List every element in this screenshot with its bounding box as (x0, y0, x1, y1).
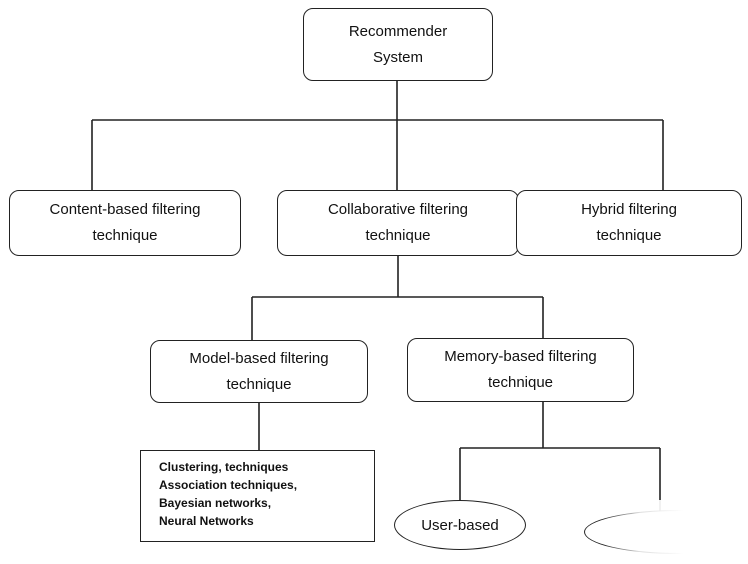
collaborative-filtering-node: Collaborative filtering technique (277, 190, 519, 256)
memory-based-label-line1: Memory-based filtering (444, 348, 597, 365)
hybrid-label-line2: technique (596, 227, 662, 244)
technique-item: Association techniques, (159, 478, 298, 492)
model-based-label-line2: technique (226, 375, 292, 393)
memory-based-filtering-node: Memory-based filtering technique (407, 338, 634, 402)
technique-item: Neural Networks (159, 514, 254, 528)
root-label-line2: System (372, 48, 423, 66)
hybrid-label-line1: Hybrid filtering (581, 201, 677, 218)
hybrid-filtering-node: Hybrid filtering technique (516, 190, 742, 256)
content-based-filtering-node: Content-based filtering technique (9, 190, 241, 256)
collaborative-label-line1: Collaborative filtering (327, 201, 469, 218)
user-based-label: User-based (421, 516, 499, 534)
technique-item: Bayesian networks, (159, 496, 272, 510)
model-based-filtering-node: Model-based filtering technique (150, 340, 368, 403)
root-recommender-system-node: Recommender System (303, 8, 493, 81)
technique-item: Clustering, techniques (159, 460, 289, 474)
user-based-ellipse-node: User-based (394, 500, 526, 550)
collaborative-label-line2: technique (365, 227, 431, 244)
root-label-line1: Recommender (348, 22, 448, 40)
content-based-label-line1: Content-based filtering (49, 201, 201, 218)
memory-based-label-line2: technique (487, 374, 554, 391)
edge-fade-overlay (604, 500, 748, 560)
model-based-label-line1: Model-based filtering (189, 349, 329, 367)
content-based-label-line2: technique (92, 227, 158, 244)
model-techniques-list-box: Clustering, techniques Association techn… (140, 450, 375, 542)
